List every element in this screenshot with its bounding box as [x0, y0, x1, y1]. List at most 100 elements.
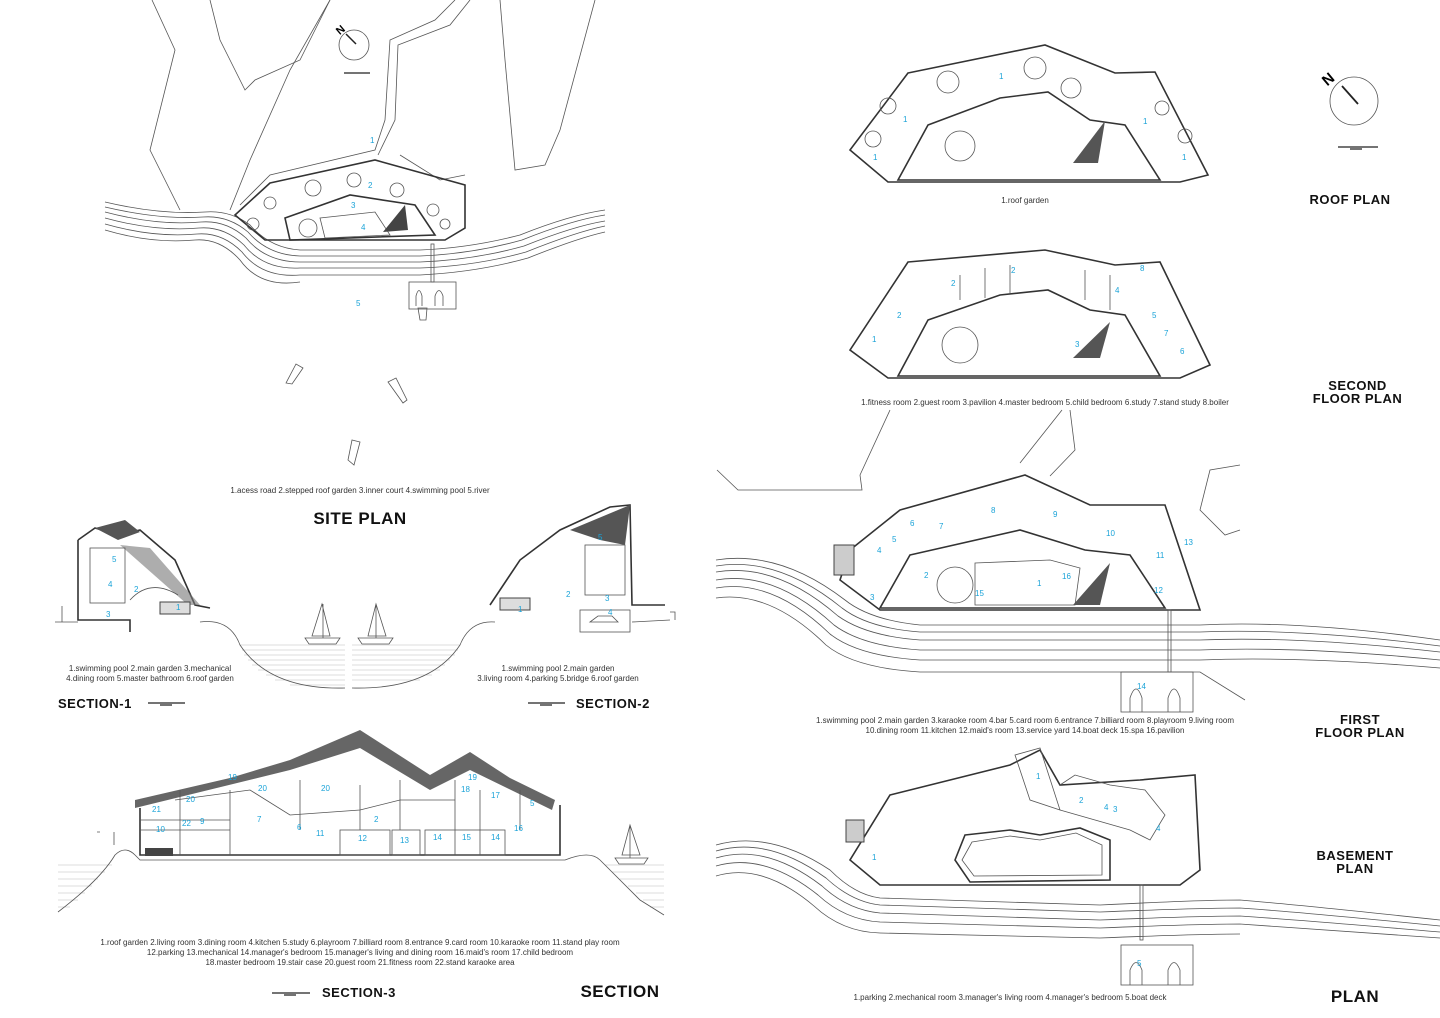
- roof-plan-title: ROOF PLAN: [1309, 192, 1391, 207]
- svg-text:2: 2: [566, 590, 571, 599]
- svg-text:4: 4: [361, 223, 366, 232]
- svg-text:1: 1: [370, 136, 375, 145]
- svg-text:18: 18: [461, 785, 470, 794]
- svg-text:20: 20: [258, 784, 267, 793]
- svg-text:6: 6: [297, 823, 302, 832]
- svg-text:1: 1: [872, 335, 877, 344]
- svg-text:14: 14: [433, 833, 442, 842]
- svg-text:22: 22: [182, 819, 191, 828]
- svg-text:5: 5: [112, 555, 117, 564]
- svg-text:10: 10: [1106, 529, 1115, 538]
- section-2-title: SECTION-2: [576, 696, 650, 711]
- svg-text:5: 5: [1137, 959, 1142, 968]
- second-floor-caption: 1.fitness room 2.guest room 3.pavilion 4…: [861, 398, 1229, 407]
- svg-text:6: 6: [1180, 347, 1185, 356]
- svg-text:3: 3: [1113, 805, 1118, 814]
- section-2-caption: 1.swimming pool 2.main garden 3.living r…: [448, 664, 668, 684]
- svg-text:9: 9: [200, 817, 205, 826]
- second-floor-title: SECOND FLOOR PLAN: [1290, 379, 1425, 405]
- svg-text:2: 2: [368, 181, 373, 190]
- svg-text:4: 4: [108, 580, 113, 589]
- svg-text:1: 1: [1143, 117, 1148, 126]
- section-1-caption: 1.swimming pool 2.main garden 3.mechanic…: [50, 664, 250, 684]
- roof-plan-caption: 1.roof garden: [1001, 196, 1049, 205]
- svg-text:2: 2: [951, 279, 956, 288]
- svg-text:9: 9: [1053, 510, 1058, 519]
- first-floor-caption-line2: 10.dining room 11.kitchen 12.maid's room…: [865, 726, 1185, 735]
- svg-text:1: 1: [518, 605, 523, 614]
- plan-group-title: PLAN: [1330, 987, 1380, 1006]
- svg-text:3: 3: [605, 594, 610, 603]
- section-2-caption-line1: 1.swimming pool 2.main garden: [501, 664, 615, 673]
- svg-text:8: 8: [991, 506, 996, 515]
- section-3-caption-line1: 1.roof garden 2.living room 3.dining roo…: [100, 938, 620, 947]
- basement-title-line1: BASEMENT: [1316, 848, 1394, 863]
- basement-caption: 1.parking 2.mechanical room 3.manager's …: [853, 993, 1167, 1002]
- svg-text:3: 3: [106, 610, 111, 619]
- svg-text:5: 5: [892, 535, 897, 544]
- svg-text:20: 20: [321, 784, 330, 793]
- section-3-caption: 1.roof garden 2.living room 3.dining roo…: [40, 938, 680, 968]
- svg-text:14: 14: [491, 833, 500, 842]
- svg-text:4: 4: [1104, 803, 1109, 812]
- svg-text:16: 16: [514, 824, 523, 833]
- svg-text:6: 6: [910, 519, 915, 528]
- svg-text:2: 2: [134, 585, 139, 594]
- svg-text:15: 15: [462, 833, 471, 842]
- basement-title: BASEMENT PLAN: [1295, 849, 1415, 875]
- section-1-caption-line2: 4.dining room 5.master bathroom 6.roof g…: [66, 674, 234, 683]
- svg-text:2: 2: [1011, 266, 1016, 275]
- svg-text:7: 7: [939, 522, 944, 531]
- svg-text:5: 5: [530, 799, 535, 808]
- svg-text:12: 12: [358, 834, 367, 843]
- svg-text:4: 4: [1115, 286, 1120, 295]
- second-floor-title-line2: FLOOR PLAN: [1312, 391, 1403, 406]
- svg-text:1: 1: [176, 603, 181, 612]
- section-2-caption-line2: 3.living room 4.parking 5.bridge 6.roof …: [477, 674, 639, 683]
- svg-text:3: 3: [1075, 340, 1080, 349]
- svg-text:1: 1: [1037, 579, 1042, 588]
- svg-text:4: 4: [1156, 824, 1161, 833]
- svg-text:2: 2: [924, 571, 929, 580]
- section-3-caption-line2: 12.parking 13.mechanical 14.manager's be…: [146, 948, 574, 957]
- svg-text:8: 8: [1140, 264, 1145, 273]
- svg-text:1: 1: [903, 115, 908, 124]
- svg-text:10: 10: [156, 825, 165, 834]
- svg-text:21: 21: [152, 805, 161, 814]
- svg-text:2: 2: [897, 311, 902, 320]
- svg-text:11: 11: [1156, 551, 1165, 560]
- first-floor-title: FIRST FLOOR PLAN: [1300, 713, 1420, 739]
- svg-text:13: 13: [400, 836, 409, 845]
- section-group-title: SECTION: [580, 982, 660, 1001]
- svg-text:19: 19: [468, 773, 477, 782]
- basement-title-line2: PLAN: [1336, 861, 1374, 876]
- svg-text:7: 7: [1164, 329, 1169, 338]
- svg-text:7: 7: [257, 815, 262, 824]
- svg-text:14: 14: [1137, 682, 1146, 691]
- first-floor-title-line2: FLOOR PLAN: [1315, 725, 1405, 740]
- site-plan-title: SITE PLAN: [313, 509, 407, 528]
- svg-text:5: 5: [598, 533, 603, 542]
- svg-text:1: 1: [1182, 153, 1187, 162]
- svg-text:16: 16: [1062, 572, 1071, 581]
- svg-text:4: 4: [608, 608, 613, 617]
- section-1-title: SECTION-1: [58, 696, 132, 711]
- svg-text:2: 2: [1079, 796, 1084, 805]
- svg-text:13: 13: [1184, 538, 1193, 547]
- svg-text:5: 5: [1152, 311, 1157, 320]
- svg-text:1: 1: [1036, 772, 1041, 781]
- svg-text:3: 3: [351, 201, 356, 210]
- svg-text:1: 1: [999, 72, 1004, 81]
- svg-text:2: 2: [374, 815, 379, 824]
- section-3-title: SECTION-3: [322, 985, 396, 1000]
- svg-text:17: 17: [491, 791, 500, 800]
- svg-text:11: 11: [316, 829, 325, 838]
- svg-text:15: 15: [975, 589, 984, 598]
- svg-text:4: 4: [877, 546, 882, 555]
- section-1-caption-line1: 1.swimming pool 2.main garden 3.mechanic…: [68, 664, 232, 673]
